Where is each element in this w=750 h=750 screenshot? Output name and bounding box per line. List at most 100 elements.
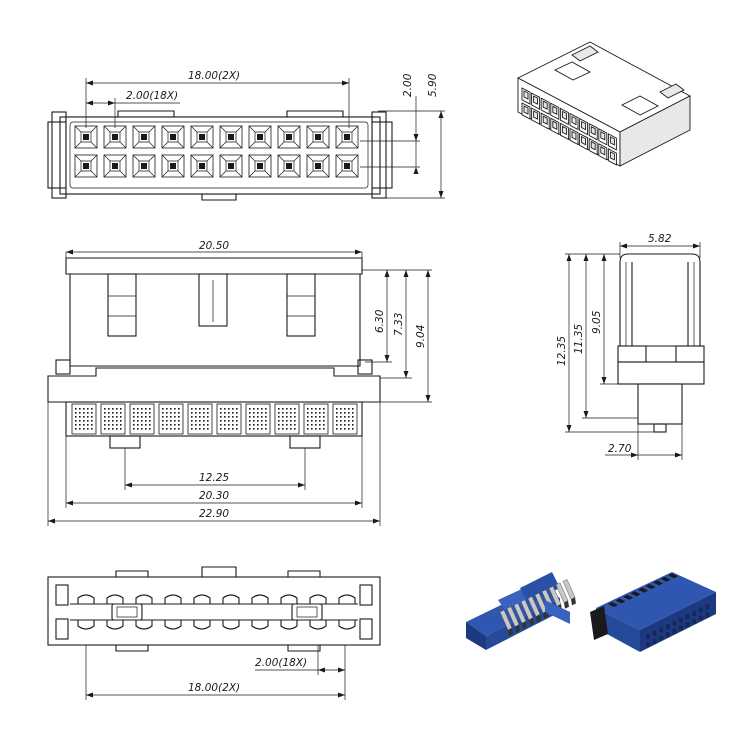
top-pin-cavity — [103, 125, 127, 149]
iso-pin-cavity — [531, 92, 541, 110]
top-pin-cavity — [219, 154, 243, 178]
front-dim-flange-width-label: 22.90 — [199, 508, 229, 520]
front-contact-block — [158, 403, 184, 435]
bottom-pin-slot — [222, 594, 240, 630]
side-dim-width: 5.82 — [619, 233, 701, 258]
photo-cavity — [692, 618, 697, 624]
front-contact-block — [100, 403, 126, 435]
bottom-dim-pitch-label: 2.00(18X) — [255, 657, 307, 669]
photo-cavity — [679, 617, 683, 623]
bottom-view-body — [47, 576, 381, 646]
photo-cavity — [652, 630, 657, 636]
top-pin-cavity — [103, 154, 127, 178]
photo-rib — [630, 591, 641, 597]
photo-cavity — [652, 638, 657, 644]
top-dim-heights: 2.00 5.90 — [360, 73, 445, 199]
front-contact-block — [303, 403, 329, 435]
bottom-pin-slot — [280, 594, 298, 630]
photo-rib — [653, 580, 663, 586]
photo-cavity — [659, 635, 664, 641]
photo-cavity — [685, 622, 690, 628]
bottom-pin-slot — [77, 594, 95, 630]
top-pin-cavity — [306, 154, 330, 178]
bottom-pin-slot — [164, 594, 182, 630]
bottom-dim-span: 18.00(2X) — [85, 645, 346, 700]
iso-pin-cavity — [559, 122, 569, 141]
iso-pin-cavity — [569, 127, 579, 146]
top-pin-cavity — [219, 125, 243, 149]
front-contact-block — [129, 403, 155, 435]
side-view: 5.82 12.35 11.35 9.05 2.70 — [556, 233, 705, 460]
top-pin-cavity — [132, 125, 156, 149]
top-dim-span: 18.00(2X) — [85, 70, 350, 128]
side-dim-width-label: 5.82 — [648, 233, 672, 245]
photo-cavity — [698, 615, 703, 621]
photo-pin-tip — [508, 628, 513, 636]
product-photo-left — [466, 572, 576, 650]
top-pin-cavity — [190, 125, 214, 149]
front-dim-top: 20.50 — [65, 240, 363, 262]
iso-pin-cavity — [521, 102, 531, 120]
iso-pin-cavity — [550, 117, 560, 136]
photo-rib — [615, 598, 626, 604]
bottom-pin-slot — [135, 594, 153, 630]
photo-cavity — [679, 625, 683, 631]
top-pin-cavity — [248, 154, 272, 178]
bottom-pin-slot — [193, 594, 211, 630]
photo-cavity — [665, 624, 670, 630]
iso-pin-cavity — [588, 122, 598, 141]
photo-right-ribs — [608, 573, 678, 607]
photo-rib — [645, 584, 656, 589]
photo-pin-tip — [543, 611, 548, 619]
top-dim-height-label: 5.90 — [427, 73, 439, 97]
photo-cavity — [646, 634, 650, 639]
photo-cavity — [705, 604, 710, 610]
front-dim-bottom: 12.25 20.30 22.90 — [47, 402, 381, 526]
side-dim-h-mid-label: 11.35 — [573, 324, 585, 354]
front-contact-block — [71, 403, 97, 435]
photo-cavity — [672, 620, 677, 626]
photo-rib — [608, 602, 618, 607]
iso-pin-cavity — [550, 102, 560, 121]
bottom-view-pin-slots — [77, 594, 356, 630]
top-dim-pitch: 2.00(18X) — [86, 90, 180, 128]
top-pin-cavity — [161, 154, 185, 178]
front-view-contact-blocks — [71, 403, 358, 435]
top-dim-pitch-label: 2.00(18X) — [126, 90, 178, 102]
bottom-dim-span-label: 18.00(2X) — [188, 682, 240, 694]
photo-cavity — [646, 642, 650, 647]
top-pin-cavity — [74, 125, 98, 149]
iso-pin-cavity — [598, 143, 608, 161]
iso-pin-cavity — [579, 132, 589, 151]
front-dim-heights: 6.30 7.33 9.04 — [362, 269, 432, 403]
front-dim-top-label: 20.50 — [199, 240, 229, 252]
photo-cavity — [698, 607, 703, 613]
photo-rib — [668, 573, 678, 579]
photo-cavity — [672, 628, 677, 634]
iso-pin-cavity — [579, 117, 589, 136]
front-dim-body-width-label: 20.30 — [199, 490, 229, 502]
side-dim-h-total-label: 12.35 — [556, 336, 568, 366]
photo-pin-tip — [564, 600, 569, 609]
front-view: 20.50 6.30 7.33 9.04 12.25 — [47, 240, 432, 526]
iso-pin-cavity — [540, 97, 550, 115]
photo-pin-tip — [571, 597, 576, 606]
front-contact-block — [332, 403, 358, 435]
iso-pin-cavity — [531, 107, 541, 125]
iso-pin-cavity — [588, 137, 598, 156]
photo-pin-tip — [522, 621, 527, 630]
photo-rib — [660, 576, 671, 582]
side-dim-pin-offset-label: 2.70 — [608, 443, 632, 455]
top-dim-span-label: 18.00(2X) — [188, 70, 240, 82]
bottom-pin-slot — [338, 594, 356, 630]
front-dim-h3-label: 9.04 — [415, 325, 427, 348]
iso-pin-cavity — [540, 112, 550, 130]
front-dim-post-spacing-label: 12.25 — [199, 472, 229, 484]
front-contact-block — [216, 403, 242, 435]
bottom-pin-slot — [251, 594, 269, 630]
front-contact-block — [274, 403, 300, 435]
photo-cavity — [665, 632, 670, 638]
bottom-pin-slot — [309, 594, 327, 630]
photo-cavity — [692, 610, 697, 616]
